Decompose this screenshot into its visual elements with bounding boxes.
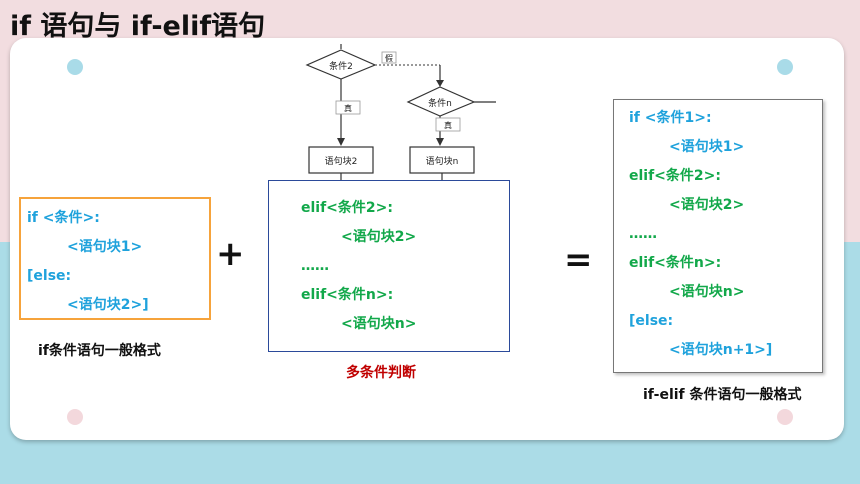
decor-dot-bottom-left [67,409,83,425]
true-label-2: 真 [444,120,452,130]
code-line: <语句块2> [341,229,417,245]
conditionn-label: 条件n [428,97,452,109]
elif-syntax-box: elif<条件2>: <语句块2> …… elif<条件n>: <语句块n> [268,180,510,352]
code-line: elif<条件2>: [629,168,721,184]
code-line: elif<条件2>: [301,200,393,216]
code-line: <语句块n> [669,284,745,300]
if-elif-syntax-box: if <条件1>: <语句块1> elif<条件2>: <语句块2> …… el… [613,99,823,373]
code-line: [else: [27,268,72,284]
code-line: elif<条件n>: [629,255,722,271]
false-label: 假 [385,54,393,63]
condition2-label: 条件2 [329,60,353,72]
code-line: if <条件>: [27,210,100,226]
code-line: …… [629,226,657,242]
decor-dot-bottom-right [777,409,793,425]
if-syntax-box: if <条件>: <语句块1> [else: <语句块2>] [19,197,211,320]
code-line: <语句块2> [669,197,745,213]
flowchart-diagram: 条件2 假 条件n 真 真 语句块2 语句块n [305,44,496,180]
code-line: <语句块n+1>] [669,342,773,358]
block2-label: 语句块2 [325,155,358,167]
code-line: <语句块n> [341,316,417,332]
decor-dot-top-right [777,59,793,75]
code-line: <语句块1> [669,139,745,155]
if-syntax-caption: if条件语句一般格式 [38,343,161,359]
blockn-box [409,146,475,174]
decor-dot-top-left [67,59,83,75]
multi-condition-caption: 多条件判断 [346,365,416,381]
code-line: if <条件1>: [629,110,712,126]
code-line: [else: [629,313,674,329]
slide-title: if 语句与 if-elif语句 [10,11,266,42]
if-elif-caption: if-elif 条件语句一般格式 [643,387,802,403]
code-line: …… [301,258,329,274]
code-line: elif<条件n>: [301,287,394,303]
plus-operator: + [216,234,245,274]
true-label-1: 真 [344,103,352,113]
blockn-label: 语句块n [426,155,459,167]
equals-operator: = [564,240,593,280]
code-line: <语句块1> [67,239,143,255]
code-line: <语句块2>] [67,297,149,313]
